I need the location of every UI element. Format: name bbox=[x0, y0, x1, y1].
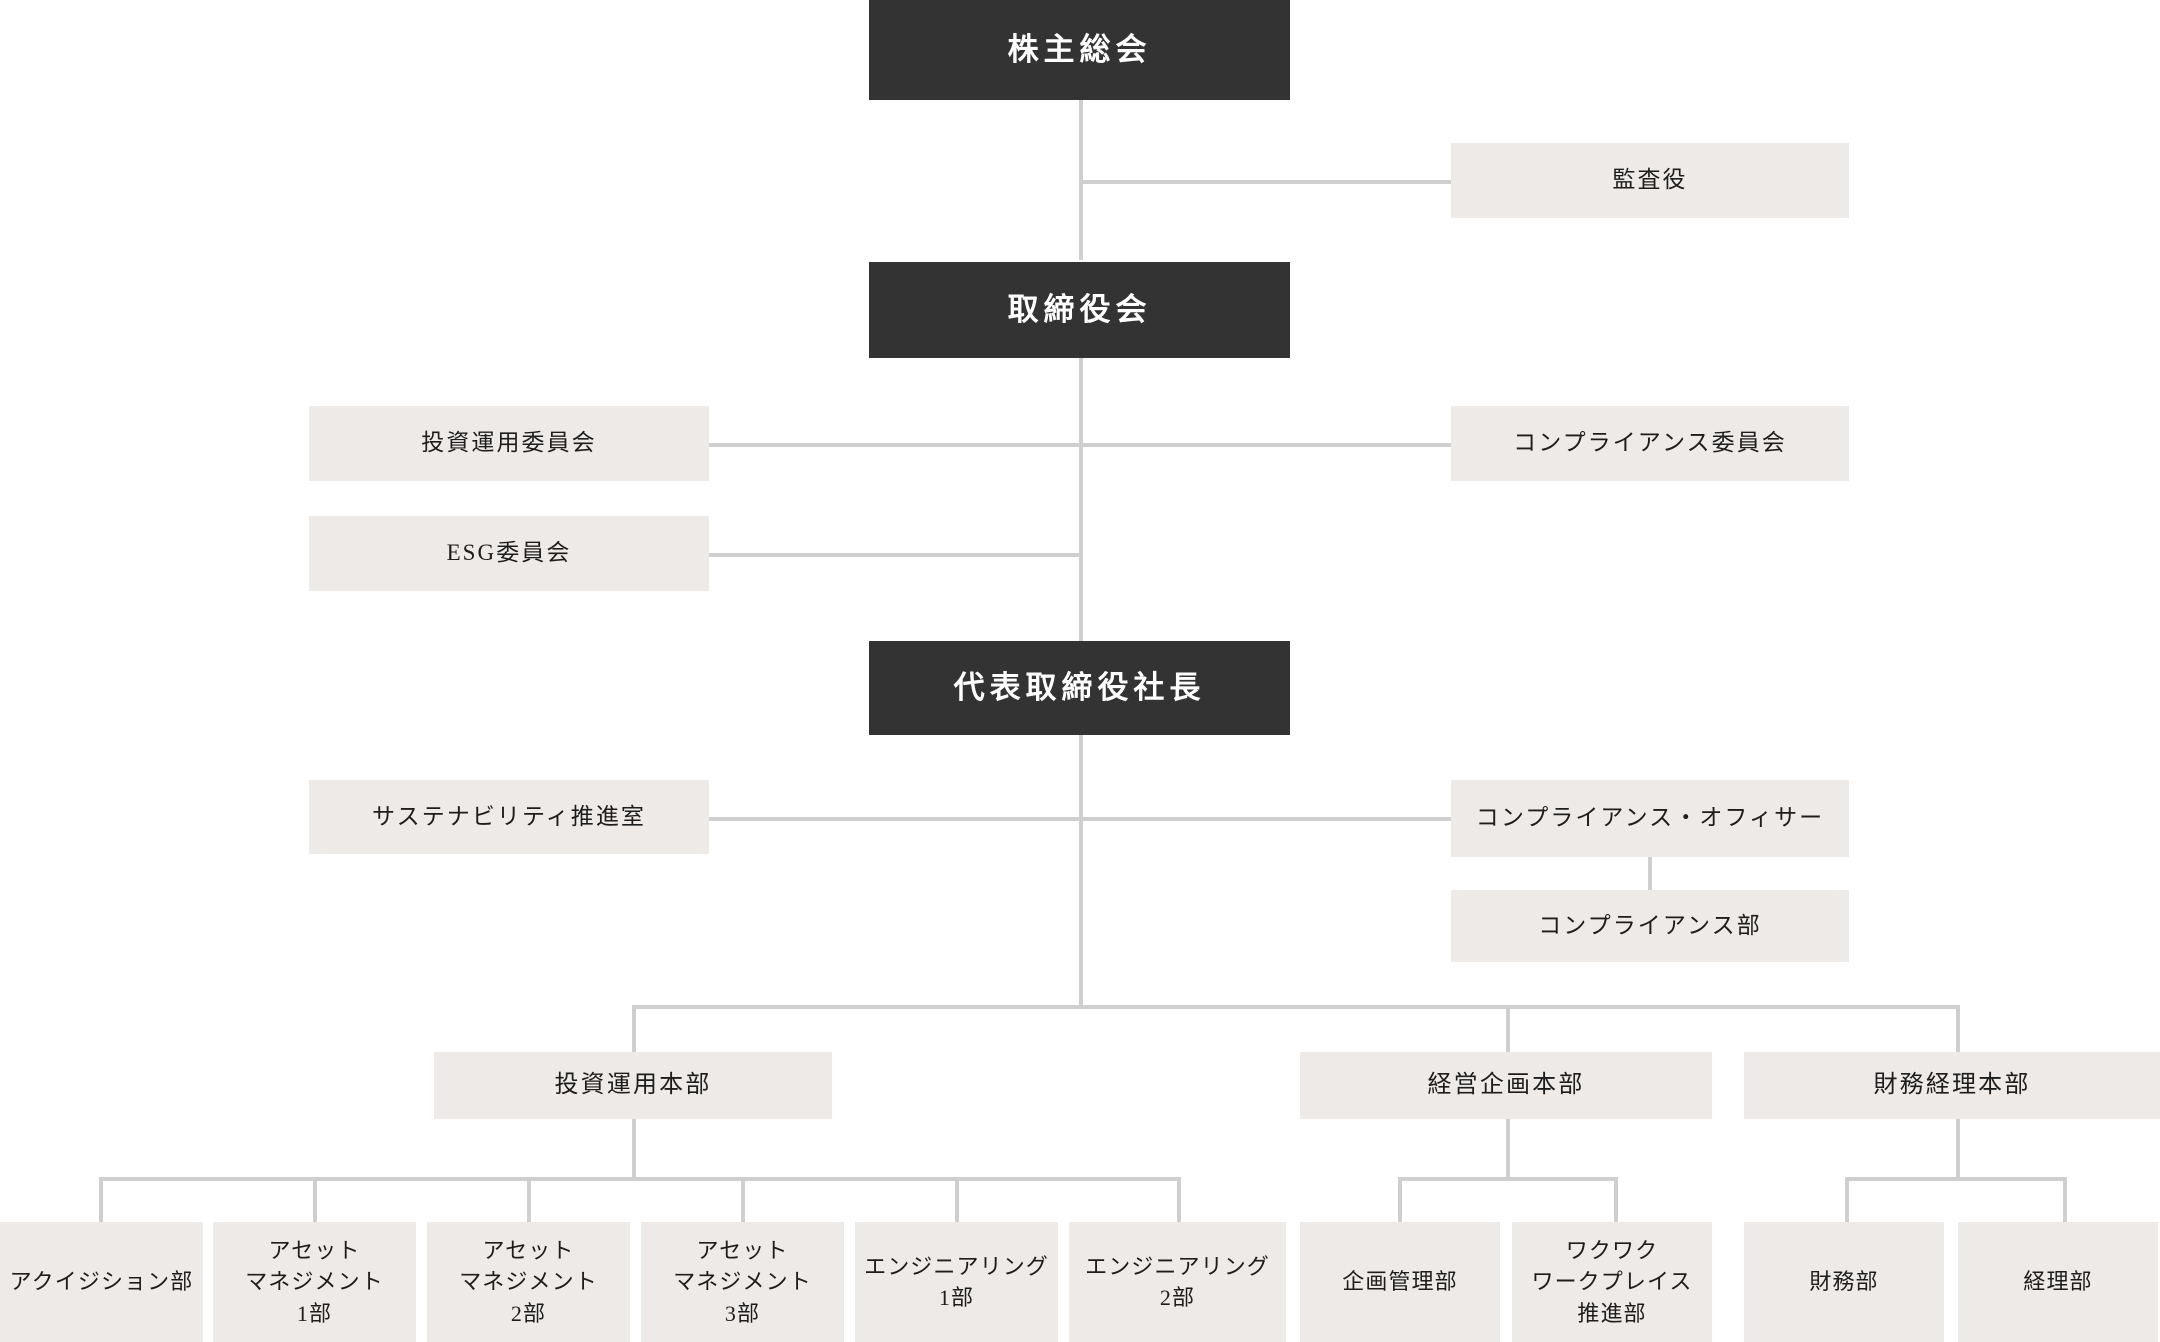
node-finance-dept[interactable]: 財務部 bbox=[1744, 1222, 1944, 1342]
node-planning-management-dept[interactable]: 企画管理部 bbox=[1300, 1222, 1500, 1342]
node-president[interactable]: 代表取締役社長 bbox=[869, 641, 1290, 735]
node-label-line-2: 1部 bbox=[938, 1285, 975, 1310]
node-label: コンプライアンス部 bbox=[1538, 912, 1762, 938]
node-asset-management-1[interactable]: アセット マネジメント 1部 bbox=[213, 1222, 416, 1342]
node-label-line-1: ワクワク bbox=[1565, 1238, 1659, 1264]
node-label: 投資運用本部 bbox=[554, 1072, 712, 1099]
connector-planning-departments-bar bbox=[1398, 1177, 1618, 1181]
node-label-line-3: 1部 bbox=[296, 1300, 333, 1326]
connector-board-to-esg-committee bbox=[709, 553, 1083, 557]
node-auditor[interactable]: 監査役 bbox=[1451, 143, 1849, 218]
node-finance-accounting-division[interactable]: 財務経理本部 bbox=[1744, 1052, 2160, 1119]
node-label: 取締役会 bbox=[1007, 291, 1152, 327]
node-label-line-1: エンジニアリング bbox=[1085, 1253, 1270, 1279]
node-engineering-2[interactable]: エンジニアリング 2部 bbox=[1069, 1222, 1286, 1342]
node-label: アクイジション部 bbox=[9, 1269, 194, 1295]
node-asset-management-3[interactable]: アセット マネジメント 3部 bbox=[641, 1222, 844, 1342]
node-sustainability-office[interactable]: サステナビリティ推進室 bbox=[309, 780, 709, 854]
connector-president-to-sustainability bbox=[709, 817, 1081, 821]
node-corporate-planning-division[interactable]: 経営企画本部 bbox=[1300, 1052, 1712, 1119]
connector-drop-am3 bbox=[741, 1177, 745, 1222]
node-asset-management-2[interactable]: アセット マネジメント 2部 bbox=[427, 1222, 630, 1342]
node-label-line-2: 2部 bbox=[1159, 1285, 1196, 1310]
node-label-line-1: アセット bbox=[268, 1238, 361, 1264]
node-accounting-dept[interactable]: 経理部 bbox=[1958, 1222, 2158, 1342]
node-label-line-2: ワークプレイス bbox=[1531, 1269, 1693, 1295]
node-label: 経理部 bbox=[2023, 1269, 2093, 1295]
connector-board-to-compliance-committee bbox=[1079, 443, 1451, 447]
connector-investment-division-stem bbox=[632, 1119, 636, 1179]
node-esg-committee[interactable]: ESG委員会 bbox=[309, 516, 709, 591]
node-label: 投資運用委員会 bbox=[421, 430, 597, 456]
connector-drop-investment-division bbox=[632, 1005, 636, 1052]
node-label: 監査役 bbox=[1612, 167, 1688, 193]
node-investment-management-committee[interactable]: 投資運用委員会 bbox=[309, 406, 709, 481]
connector-shareholders-to-auditor bbox=[1079, 180, 1451, 184]
node-label-line-1: アセット bbox=[696, 1238, 789, 1264]
node-compliance-committee[interactable]: コンプライアンス委員会 bbox=[1451, 406, 1849, 481]
node-label-line-3: 推進部 bbox=[1577, 1300, 1647, 1326]
node-compliance-department[interactable]: コンプライアンス部 bbox=[1451, 890, 1849, 962]
connector-drop-acquisition bbox=[99, 1177, 103, 1222]
connector-drop-eng1 bbox=[955, 1177, 959, 1222]
node-compliance-officer[interactable]: コンプライアンス・オフィサー bbox=[1451, 780, 1849, 857]
connector-board-to-president bbox=[1079, 358, 1083, 644]
connector-president-trunk bbox=[1079, 735, 1083, 1008]
connector-drop-planning-mgmt bbox=[1398, 1177, 1402, 1222]
node-label-line-2: マネジメント bbox=[245, 1269, 384, 1295]
node-shareholders-meeting[interactable]: 株主総会 bbox=[869, 0, 1290, 100]
node-investment-division[interactable]: 投資運用本部 bbox=[434, 1052, 832, 1119]
node-board-of-directors[interactable]: 取締役会 bbox=[869, 262, 1290, 358]
connector-drop-am1 bbox=[313, 1177, 317, 1222]
node-label: サステナビリティ推進室 bbox=[372, 803, 646, 829]
node-label: 財務部 bbox=[1809, 1269, 1879, 1295]
connector-drop-planning-division bbox=[1506, 1005, 1510, 1052]
node-label-line-2: マネジメント bbox=[459, 1269, 598, 1295]
connector-drop-am2 bbox=[527, 1177, 531, 1222]
connector-finance-departments-bar bbox=[1845, 1177, 2067, 1181]
connector-drop-accounting-dept bbox=[2063, 1177, 2067, 1222]
connector-planning-division-stem bbox=[1506, 1119, 1510, 1179]
node-acquisition-dept[interactable]: アクイジション部 bbox=[0, 1222, 203, 1342]
node-label-line-1: アセット bbox=[482, 1238, 575, 1264]
connector-investment-departments-bar bbox=[99, 1177, 1181, 1181]
node-label: 企画管理部 bbox=[1342, 1269, 1458, 1295]
node-label: ESG委員会 bbox=[446, 540, 572, 566]
connector-president-to-compliance-officer bbox=[1079, 817, 1451, 821]
connector-officer-to-compliance-dept bbox=[1648, 857, 1652, 890]
node-wakuwaku-workplace-dept[interactable]: ワクワク ワークプレイス 推進部 bbox=[1512, 1222, 1712, 1342]
node-engineering-1[interactable]: エンジニアリング 1部 bbox=[855, 1222, 1058, 1342]
node-label: コンプライアンス・オフィサー bbox=[1475, 805, 1825, 831]
connector-drop-finance-dept bbox=[1845, 1177, 1849, 1222]
node-label-line-1: エンジニアリング bbox=[864, 1253, 1049, 1279]
connector-board-to-investment-committee bbox=[709, 443, 1081, 447]
node-label: 財務経理本部 bbox=[1873, 1072, 2031, 1099]
node-label: 株主総会 bbox=[1007, 31, 1152, 67]
node-label: 代表取締役社長 bbox=[953, 669, 1206, 705]
connector-finance-division-stem bbox=[1956, 1119, 1960, 1179]
connector-drop-wakuwaku bbox=[1614, 1177, 1618, 1222]
node-label-line-2: マネジメント bbox=[673, 1269, 812, 1295]
node-label-line-3: 3部 bbox=[724, 1300, 761, 1326]
connector-drop-eng2 bbox=[1177, 1177, 1181, 1222]
node-label-line-3: 2部 bbox=[510, 1300, 547, 1326]
node-label: 経営企画本部 bbox=[1427, 1072, 1585, 1099]
connector-divisions-bar bbox=[632, 1005, 1960, 1009]
node-label: コンプライアンス委員会 bbox=[1513, 430, 1787, 456]
connector-drop-finance-division bbox=[1956, 1005, 1960, 1052]
